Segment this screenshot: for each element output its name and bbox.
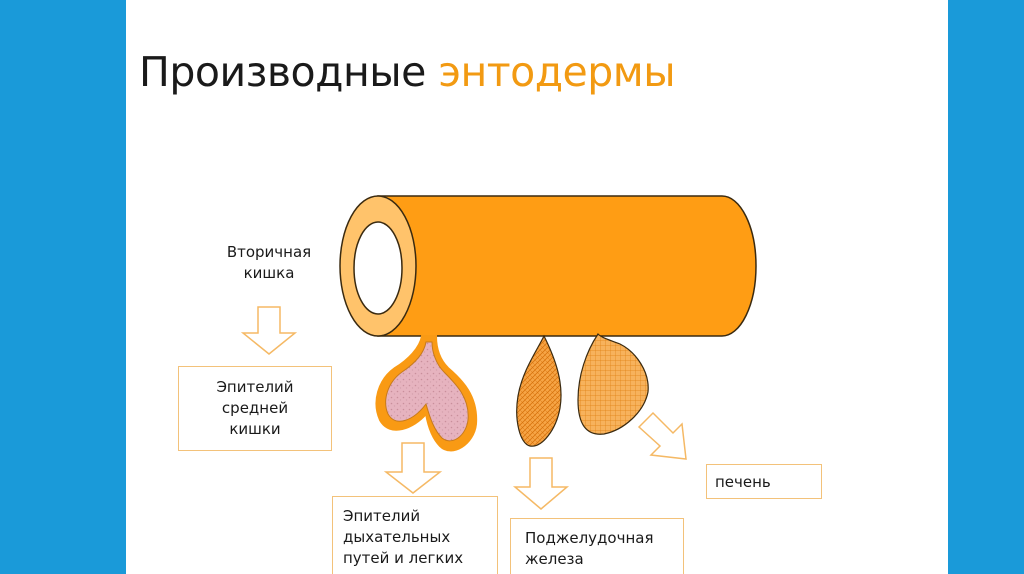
gut-tube [339, 195, 757, 337]
secondary-gut-label: Вторичная кишка [221, 242, 317, 284]
arrow-diagonal-icon [637, 411, 687, 460]
arrow-down-icon [383, 442, 443, 494]
box-line: дыхательных [343, 528, 451, 546]
liver-bud [577, 333, 649, 435]
secondary-gut-line: Вторичная [226, 243, 312, 261]
box-line: Поджелудочная [525, 529, 654, 547]
pancreas-bud [516, 334, 562, 447]
box-line: Эпителий [216, 378, 294, 396]
pancreas-box: Поджелудочная железа [510, 518, 684, 574]
midgut-epithelium-box: Эпителий средней кишки [178, 366, 332, 451]
box-line: Эпителий [343, 507, 421, 525]
box-line: средней [221, 399, 289, 417]
title-accent: энтодермы [438, 48, 676, 96]
secondary-gut-line: кишка [243, 264, 295, 282]
box-line: кишки [229, 420, 281, 438]
liver-box: печень [706, 464, 822, 499]
arrow-down-icon [240, 306, 298, 355]
page-title: Производные энтодермы [139, 48, 676, 96]
box-line: путей и легких [343, 549, 464, 567]
respiratory-epithelium-box: Эпителий дыхательных путей и легких [332, 496, 498, 574]
title-main: Производные [139, 48, 426, 96]
arrow-down-icon [512, 457, 570, 510]
box-line: печень [715, 473, 771, 491]
lung-bud [375, 335, 478, 452]
box-line: железа [525, 550, 584, 568]
